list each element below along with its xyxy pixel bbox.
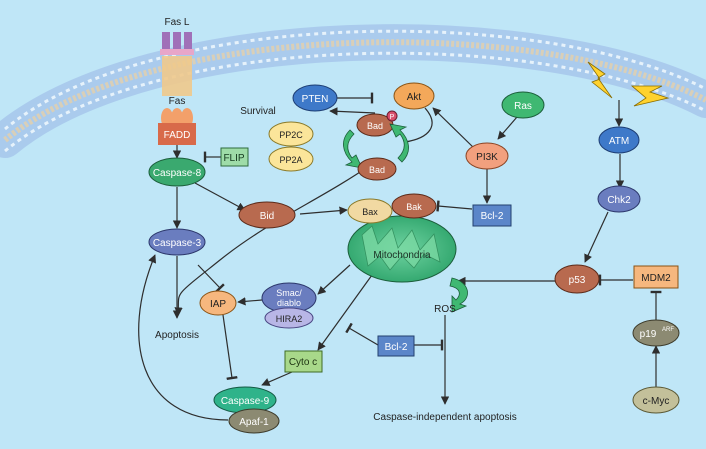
phospho-icon: [386, 110, 398, 122]
hira2-label: HIRA2: [276, 314, 303, 324]
bak-label: Bak: [406, 202, 422, 212]
mdm2-label: MDM2: [641, 273, 671, 284]
edge-bcl2-cytoc: [345, 322, 379, 346]
smac-label-line1: Smac/: [276, 288, 302, 298]
survival-label: Survival: [240, 106, 276, 117]
hira2-node: [264, 307, 314, 329]
apaf1-label: Apaf-1: [239, 417, 269, 428]
bid-label: Bid: [260, 211, 274, 222]
flip-label: FLIP: [223, 153, 244, 164]
fas-receptor-icon: [161, 56, 193, 128]
caspase8-node: [148, 157, 206, 187]
edge-pi3k-akt: [432, 107, 477, 151]
pp2c-label: PP2C: [279, 130, 303, 140]
fas-ligand-icon: [160, 32, 194, 55]
edge-mito-smac: [317, 264, 351, 295]
fadd-label: FADD: [164, 130, 191, 141]
edge-chk2-p53: [584, 211, 609, 263]
bcl2-top-label: Bcl-2: [481, 211, 504, 222]
edge-smac-iap: [237, 297, 263, 306]
iap-label: IAP: [210, 299, 226, 310]
caspase-independent-label: Caspase-independent apoptosis: [373, 412, 516, 423]
apaf1-node: [228, 408, 280, 434]
pi3k-label: PI3K: [476, 152, 498, 163]
ros-arrow-icon: [449, 277, 468, 313]
smac-label-line2: diablo: [277, 298, 301, 308]
caspase9-label: Caspase-9: [221, 396, 270, 407]
edge-iap-caspase3: [197, 264, 225, 293]
edge-caspase8-bid: [194, 182, 246, 211]
p53-node: [554, 264, 600, 294]
pathway-edges: [138, 92, 662, 421]
chk2-node: [597, 185, 641, 213]
bcl2-top-node: [472, 204, 512, 227]
edge-bid-bax: [299, 206, 348, 215]
ras-node: [501, 91, 545, 119]
fas-ligand-label: Fas L: [164, 17, 189, 28]
p19arf-node: [632, 319, 680, 347]
akt-node: [393, 82, 435, 110]
cmyc-node: [632, 386, 680, 414]
bcl2-bottom-node: [377, 335, 415, 357]
atm-node: [598, 126, 640, 154]
fadd-box: [158, 123, 196, 145]
iap-node: [199, 290, 237, 316]
pp2c-node: [268, 121, 314, 147]
pten-node: [292, 84, 338, 112]
bcl2-bottom-label: Bcl-2: [385, 342, 408, 353]
p53-label: p53: [569, 275, 586, 286]
cmyc-label: c-Myc: [643, 396, 670, 407]
edge-akt-bad: [402, 107, 433, 148]
pp2a-node: [268, 146, 314, 172]
bad-label: Bad: [369, 165, 385, 175]
chk2-label: Chk2: [607, 195, 631, 206]
bid-node: [238, 201, 296, 229]
caspase8-label: Caspase-8: [153, 168, 202, 179]
bax-label: Bax: [362, 207, 378, 217]
caspase3-node: [148, 228, 206, 256]
mitochondria-cristae-icon: [361, 225, 441, 271]
fas-label: Fas: [169, 96, 186, 107]
stress-lightning-icon: [587, 61, 670, 107]
ras-label: Ras: [514, 101, 532, 112]
edge-cytoc-caspase9: [261, 371, 293, 386]
mitochondria-label: Mitochondria: [373, 250, 431, 261]
cytoc-node: [284, 350, 323, 373]
atm-label: ATM: [609, 136, 629, 147]
ros-label: ROS: [434, 304, 456, 315]
p19-sup-label: ARF: [662, 327, 674, 333]
phospho-label: P: [390, 114, 395, 121]
cytoc-label: Cyto c: [289, 357, 317, 368]
pten-label: PTEN: [302, 94, 329, 105]
bad-node: [357, 157, 397, 181]
apoptosis-label: Apoptosis: [155, 330, 199, 341]
mdm2-node: [633, 265, 679, 289]
edge-bad-survival: [329, 107, 376, 116]
p19-label: p19: [640, 329, 657, 340]
flip-node: [220, 147, 249, 167]
cell-membrane: [0, 24, 706, 158]
edge-bad-apoptosis: [174, 163, 373, 316]
edge-ras-pi3k: [497, 116, 518, 140]
akt-label: Akt: [407, 92, 422, 103]
bad-phospho-label: Bad: [367, 121, 383, 131]
edge-mito-cytoc: [317, 274, 373, 351]
caspase3-label: Caspase-3: [153, 238, 202, 249]
cycle-arrows-icon: [343, 123, 409, 169]
edge-bcl2-bak: [436, 200, 473, 212]
pi3k-node: [465, 142, 509, 170]
bax-node: [347, 198, 393, 224]
pp2a-label: PP2A: [279, 155, 302, 165]
bak-node: [391, 193, 437, 219]
edge-apaf-caspase3: [138, 254, 229, 421]
edge-iap-caspase9: [222, 314, 238, 380]
